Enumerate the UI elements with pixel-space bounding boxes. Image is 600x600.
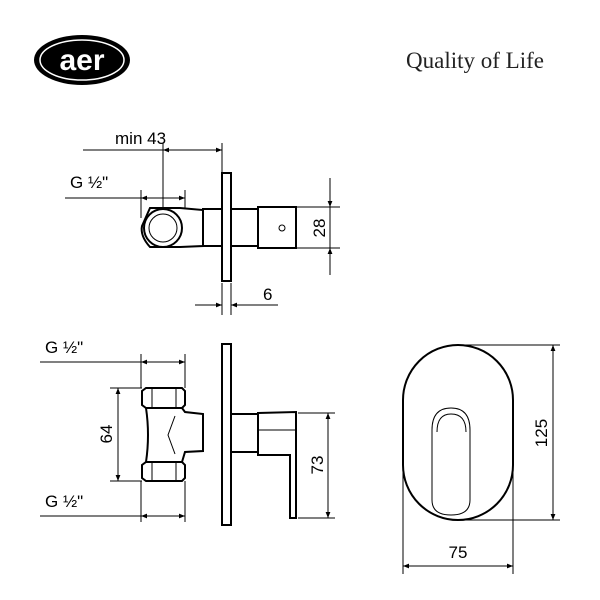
plate-6-label: 6 [263, 285, 272, 304]
side-view-bottom: G ½" 64 G ½" 73 [40, 338, 335, 526]
thread-label-top: G ½" [70, 173, 108, 192]
thread-label-upper: G ½" [45, 338, 83, 357]
width-75-label: 75 [449, 543, 468, 562]
logo-text: aer [59, 44, 104, 77]
spacing-64-label: 64 [97, 425, 116, 444]
tagline: Quality of Life [406, 48, 544, 73]
front-view: 125 75 [402, 344, 560, 574]
thread-label-lower: G ½" [45, 492, 83, 511]
height-125-label: 125 [532, 419, 551, 447]
min-43-label: min 43 [115, 129, 166, 148]
handle-73-label: 73 [308, 456, 327, 475]
aer-logo: aer [34, 35, 130, 85]
side-view-top: min 43 G ½" 28 6 [65, 129, 340, 315]
height-28-label: 28 [310, 219, 329, 238]
